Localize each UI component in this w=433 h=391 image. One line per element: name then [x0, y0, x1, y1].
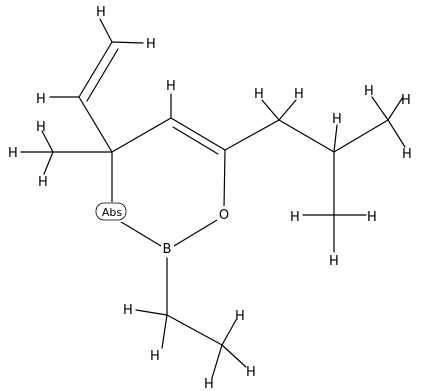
bond-c6-ch2: [224, 119, 280, 151]
bond-ch3a-h2: [387, 96, 404, 121]
h-methyl-bottom: H: [38, 175, 48, 190]
h-ring-c5: H: [166, 79, 176, 94]
bond-lines: [20, 18, 406, 379]
bond-ch3a-h1: [371, 96, 389, 121]
bond-ch3a-h3: [387, 119, 406, 148]
h-methyl-b-right: H: [367, 210, 377, 225]
bond-vinyl-double-b: [86, 48, 119, 102]
h-methyl-b-bottom: H: [329, 254, 339, 269]
bond-methyl-h2: [41, 130, 54, 153]
h-methyl-a-bottom: H: [402, 147, 412, 162]
bond-ch2-h2: [278, 99, 297, 121]
bond-vinyl-double-a: [78, 41, 113, 98]
bond-c6-o1: [223, 149, 226, 208]
bond-methyl-h3: [43, 151, 54, 175]
abs-stereo-box: [95, 202, 127, 221]
h-ch2-right: H: [294, 87, 304, 102]
bond-vinyl-h2: [111, 41, 144, 44]
h-ethyl-ch2-bottom: H: [150, 349, 160, 364]
bond-c4-vinyl: [78, 96, 113, 153]
bond-ethyl-ch3-h1: [221, 319, 237, 346]
h-methyl-a-top-left: H: [364, 84, 374, 99]
h-vinyl-terminal-top: H: [96, 5, 106, 20]
bond-c5-c6: [170, 117, 226, 151]
bond-ethyl-ch2-h2: [161, 314, 168, 349]
h-vinyl-terminal-right: H: [146, 37, 156, 52]
hydrogen-labels: H H H H H H H H H H H H H H H H H H H H …: [8, 5, 412, 391]
h-ch2-left: H: [254, 87, 264, 102]
bond-c4-c5: [111, 117, 172, 153]
bond-b-o3: [117, 219, 162, 247]
h-methyl-top: H: [36, 120, 46, 135]
bond-ethyl-ch3-h2: [221, 344, 247, 368]
h-ethyl-ch2-left: H: [123, 303, 133, 318]
h-vinyl-internal: H: [36, 92, 46, 107]
bond-ethyl-ch2-h1: [135, 309, 168, 316]
bond-o1-b: [173, 219, 218, 247]
bond-ch-h: [333, 124, 338, 153]
bond-ch2-ch: [278, 119, 335, 153]
h-methine: H: [332, 112, 342, 127]
h-ethyl-ch3-top: H: [235, 309, 245, 324]
bond-c5-c6-double: [172, 126, 219, 155]
bond-ch2-h1: [261, 99, 280, 121]
h-methyl-a-top-right: H: [401, 93, 411, 108]
bond-vinyl-h1: [99, 18, 113, 43]
abs-stereo-label: Abs: [102, 206, 123, 219]
h-ethyl-ch3-right: H: [246, 365, 256, 380]
hetero-atoms: O B O Abs: [94, 202, 231, 257]
bond-ethyl-ch3-h3: [211, 344, 223, 379]
h-methyl-b-left: H: [290, 210, 300, 225]
boron-atom: B: [163, 242, 172, 257]
ring-oxygen-right: O: [219, 208, 229, 223]
bond-ethyl-cc: [166, 314, 223, 346]
bond-ch-ch3a: [333, 119, 389, 153]
h-ethyl-ch3-bottom: H: [204, 377, 214, 391]
h-methyl-left: H: [8, 146, 18, 161]
